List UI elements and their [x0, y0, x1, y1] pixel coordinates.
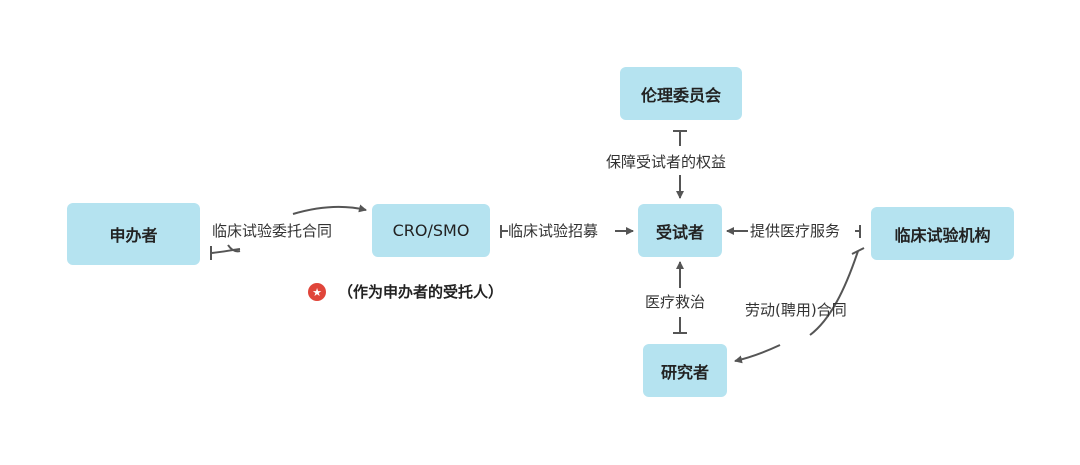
- star-icon: ★: [308, 283, 326, 301]
- edge-label-site-investigator: 劳动(聘用)合同: [745, 301, 847, 319]
- node-clinical-site: 临床试验机构: [871, 207, 1014, 260]
- node-ethics-committee: 伦理委员会: [620, 67, 742, 120]
- node-cro-smo: CRO/SMO: [372, 204, 490, 257]
- cro-subject-connector: [500, 225, 634, 238]
- node-subject: 受试者: [638, 204, 722, 257]
- edge-label-site-subject: 提供医疗服务: [750, 221, 841, 241]
- edge-label-ethics-subject: 保障受试者的权益: [606, 152, 727, 172]
- investigator-subject-connector: [673, 261, 687, 334]
- edge-label-cro-subject: 临床试验招募: [508, 221, 599, 241]
- site-subject-connector: [726, 225, 861, 238]
- cro-role-note: （作为申办者的受托人）: [338, 283, 504, 301]
- site-investigator-connector: [734, 247, 865, 364]
- ethics-subject-connector: [673, 130, 687, 199]
- edge-label-investigator-subject: 医疗救治: [645, 292, 706, 312]
- node-sponsor: 申办者: [67, 203, 200, 265]
- node-investigator: 研究者: [643, 344, 727, 397]
- sponsor-cro-connector: [210, 204, 367, 260]
- edge-label-sponsor-cro: 临床试验委托合同: [212, 221, 333, 241]
